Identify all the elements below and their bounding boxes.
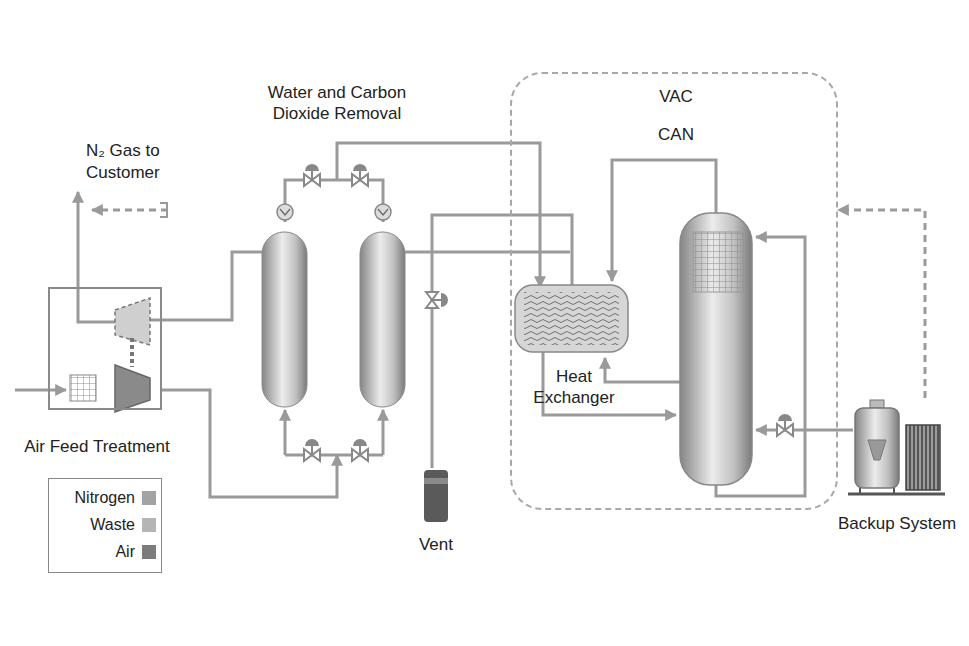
heat-exchanger: Heat Exchanger (517, 287, 630, 354)
adsorber-group: Water and Carbon Dioxide Removal (254, 78, 420, 455)
legend-swatch (142, 545, 156, 559)
legend-row: Air (49, 542, 161, 562)
node-label: Air Feed Treatment (4, 436, 190, 457)
legend-row: Waste (49, 515, 161, 535)
backup-equipment-part (860, 488, 894, 494)
air-filter (70, 375, 96, 401)
valve-symbol (352, 164, 368, 186)
waste-line (405, 251, 570, 254)
heat-exchanger-shape (515, 285, 628, 352)
air-feed-box: Air Feed Treatment (48, 287, 162, 410)
column-top-line (612, 160, 716, 281)
stream-label: N₂ Gas to Customer (86, 140, 178, 184)
heat-exchanger-shape-part (515, 285, 628, 352)
vacuum-can-region: VAC CAN Heat Exchanger (510, 72, 838, 510)
backup-equipment-part (868, 440, 886, 460)
process-pipe (432, 215, 572, 468)
reflux-loop (716, 237, 805, 496)
flow-meter (375, 204, 391, 220)
heat-exchanger-shape-part (524, 292, 619, 345)
distillation-column-part (693, 232, 744, 292)
adsorber-vessels (262, 164, 405, 461)
process-pipe (420, 143, 540, 287)
distillation-column-part (680, 213, 752, 485)
legend-text: Air (49, 542, 135, 562)
valve-symbol (304, 164, 320, 186)
legend-text: Nitrogen (49, 488, 135, 508)
backup-equipment-part (870, 400, 884, 408)
adsorber-inlet (284, 410, 287, 455)
adsorber-bottom-manifold (285, 454, 383, 457)
compressor (115, 365, 150, 412)
backup-equipment (848, 400, 945, 494)
distillation-column (680, 213, 752, 485)
legend-row: Nitrogen (49, 488, 161, 508)
node-label: Heat Exchanger (531, 366, 617, 408)
backup-valve (777, 414, 793, 436)
legend-swatch (142, 491, 156, 505)
backup-feed (756, 429, 853, 432)
backup-equipment-part (855, 408, 899, 488)
adsorber-vessel (360, 232, 405, 407)
nitrogen-outlet (78, 192, 115, 322)
shaft (130, 338, 134, 367)
valve-symbol (304, 439, 320, 461)
vent-valve (426, 292, 448, 308)
backup-supply-line (838, 210, 925, 398)
expander (115, 298, 150, 345)
air-feed-machinery (70, 298, 150, 412)
process-pipe (162, 390, 337, 497)
legend-text: Waste (49, 515, 135, 535)
customer-arrow (92, 209, 168, 212)
adsorber-top-manifold (285, 180, 383, 222)
vent-silencer-part (424, 478, 448, 484)
backup-equipment-part (906, 425, 940, 490)
adsorber-inlet (382, 410, 385, 455)
legend-box: NitrogenWasteAir (48, 478, 162, 573)
node-label: Water and Carbon Dioxide Removal (257, 82, 417, 124)
valve-symbol (352, 439, 368, 461)
vent-unit: Vent (420, 468, 452, 524)
flow-meter (277, 204, 293, 220)
node-label: Vent (386, 534, 486, 555)
legend-swatch (142, 518, 156, 532)
air-inlet (15, 389, 66, 392)
vent-silencer (424, 470, 448, 522)
backup-unit: Backup System (848, 398, 945, 494)
column-to-exchanger (605, 358, 680, 382)
backup-equipment-part (848, 493, 945, 496)
node-label: Backup System (827, 513, 967, 534)
vent-silencer-part (424, 470, 448, 522)
adsorber-vessel (262, 232, 307, 407)
node-label: VAC CAN (650, 78, 702, 154)
regeneration-line (150, 252, 262, 320)
adsorber-outlet (337, 143, 420, 180)
customer-bracket (160, 203, 167, 217)
